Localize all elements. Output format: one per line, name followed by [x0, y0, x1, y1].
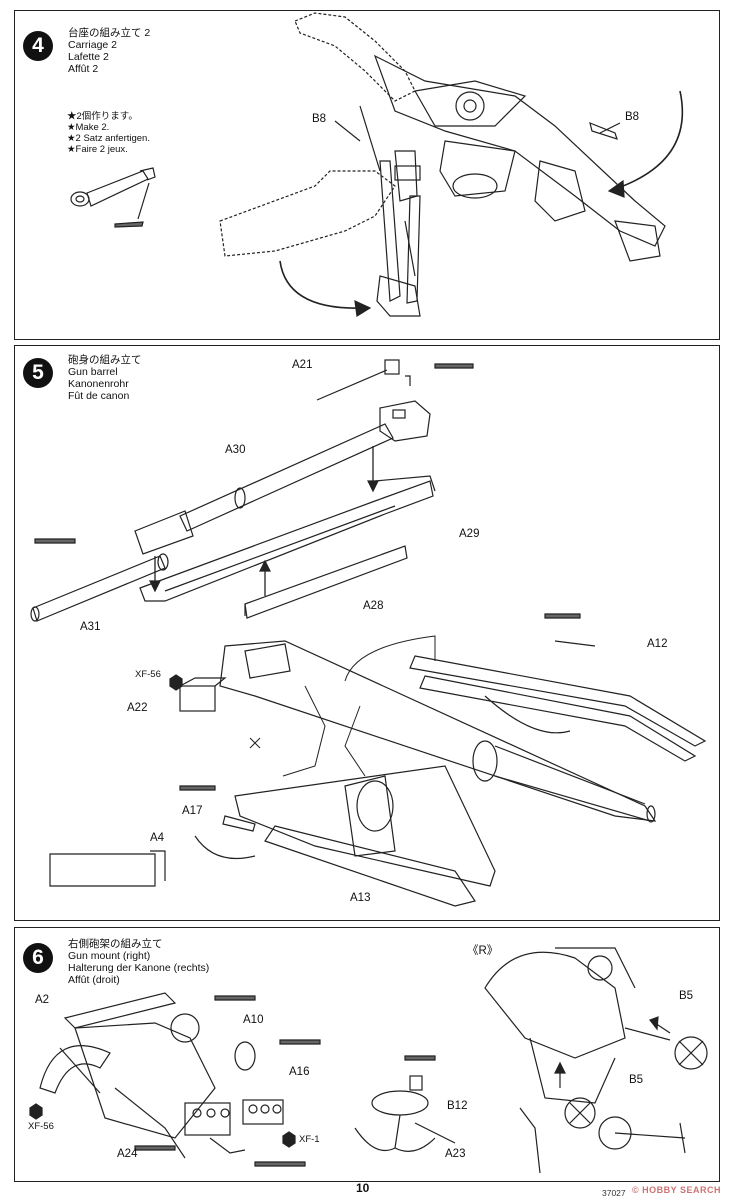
page-number: 10 [356, 1181, 370, 1195]
title-ja: 台座の組み立て 2 [68, 27, 151, 39]
b8-part-sketch [70, 167, 156, 228]
part-label-a30: A30 [225, 444, 246, 456]
paint-xf1: XF-1 [299, 1134, 320, 1145]
ghost-leg-top [294, 12, 416, 102]
part-label-a29: A29 [459, 528, 480, 540]
step-titles: 砲身の組み立て Gun barrel Kanonenrohr Fût de ca… [68, 354, 142, 402]
title-ja: 砲身の組み立て [68, 354, 142, 366]
right-side-mark: 《R》 [467, 945, 499, 957]
part-label-a10: A10 [243, 1014, 264, 1026]
ghost-leg-left [219, 170, 396, 257]
rotate-arrow-left [279, 260, 366, 309]
title-de: Kanonenrohr [68, 378, 129, 390]
step-5-panel: 5 砲身の組み立て Gun barrel Kanonenrohr Fût de … [14, 345, 720, 921]
watermark-text: © HOBBY SEARCH [632, 1185, 721, 1195]
part-label-a31: A31 [80, 621, 101, 633]
part-label-a12: A12 [647, 638, 668, 650]
title-en: Carriage 2 [68, 39, 118, 51]
part-label-a13: A13 [350, 892, 371, 904]
part-label-b12: B12 [447, 1100, 468, 1112]
step-number: 4 [23, 31, 53, 61]
part-label-a22: A22 [127, 702, 148, 714]
carriage-frame [359, 54, 666, 317]
paint-xf56: XF-56 [28, 1121, 54, 1132]
part-label-a21: A21 [292, 359, 313, 371]
part-label-b8-left: B8 [312, 113, 327, 125]
product-code: 37027 [602, 1188, 626, 1198]
part-label-b5-lower: B5 [629, 1074, 644, 1086]
title-fr: Affût (droit) [68, 974, 120, 986]
part-label-b5-upper: B5 [679, 990, 694, 1002]
title-de: Halterung der Kanone (rechts) [68, 962, 210, 974]
title-ja: 右側砲架の組み立て [68, 938, 163, 950]
gun-mount-drawing [29, 947, 708, 1174]
part-label-a28: A28 [363, 600, 384, 612]
part-label-a4: A4 [150, 832, 165, 844]
title-fr: Lafette 2 [68, 51, 109, 63]
step-4-panel: 4 台座の組み立て 2 Carriage 2 Lafette 2 Affût 2… [14, 10, 720, 340]
part-label-a2: A2 [35, 994, 50, 1006]
step-number: 6 [23, 943, 53, 973]
paint-xf56: XF-56 [135, 669, 161, 680]
step-6-panel: 6 右側砲架の組み立て Gun mount (right) Halterung … [14, 927, 720, 1182]
part-label-a17: A17 [182, 805, 203, 817]
title-de: Affût 2 [68, 63, 99, 75]
part-label-a24: A24 [117, 1148, 138, 1160]
step-titles: 右側砲架の組み立て Gun mount (right) Halterung de… [68, 938, 209, 986]
step-number: 5 [23, 358, 53, 388]
part-label-a23: A23 [445, 1148, 466, 1160]
gun-barrel-drawing [30, 359, 707, 907]
part-label-a16: A16 [289, 1066, 310, 1078]
rotate-arrow-right [614, 90, 684, 190]
carriage-assembly-drawing [70, 12, 684, 317]
title-en: Gun barrel [68, 366, 118, 378]
title-en: Gun mount (right) [68, 950, 151, 962]
title-fr: Fût de canon [68, 390, 130, 402]
step-titles: 台座の組み立て 2 Carriage 2 Lafette 2 Affût 2 [68, 27, 150, 75]
make-two-note: ★2個作ります。 ★Make 2. ★2 Satz anfertigen. ★F… [67, 111, 150, 155]
part-label-b8-right: B8 [625, 111, 640, 123]
